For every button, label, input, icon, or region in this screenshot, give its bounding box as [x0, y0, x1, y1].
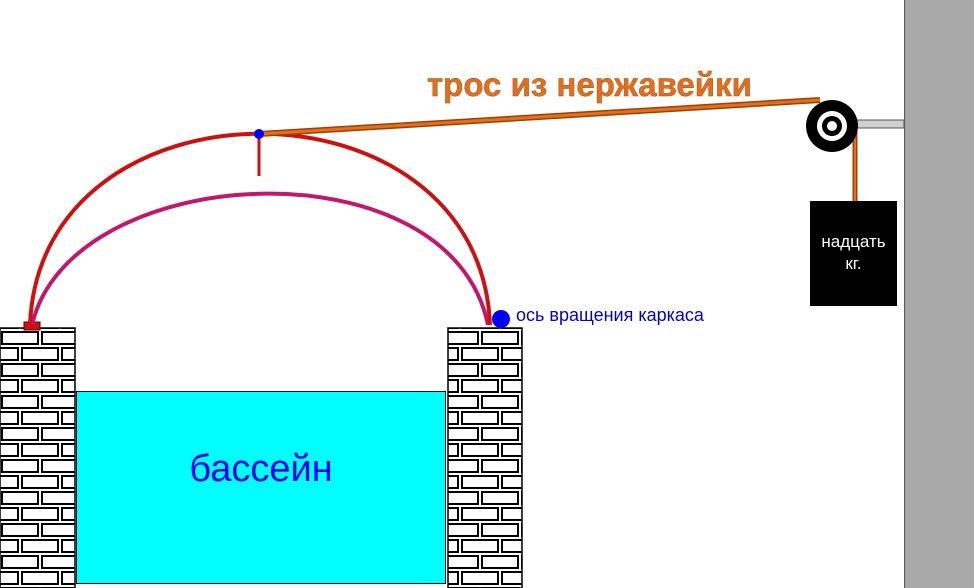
right-brick-column: [447, 327, 523, 588]
weight-label-line1: надцать: [821, 232, 886, 251]
inner-arch: [30, 191, 490, 326]
cable-joint: [254, 129, 264, 139]
pool-label: бассейн: [189, 448, 333, 490]
weight-label-line2: кг.: [845, 254, 862, 273]
pool: [76, 391, 446, 584]
cable-label: трос из нержавейки: [427, 66, 752, 103]
rotation-axis-label: ось вращения каркаса: [516, 305, 704, 325]
wall: [904, 0, 974, 588]
rotation-axis-dot: [492, 310, 510, 328]
counterweight: надцать кг.: [810, 201, 897, 306]
left-brick-column: [0, 327, 76, 588]
